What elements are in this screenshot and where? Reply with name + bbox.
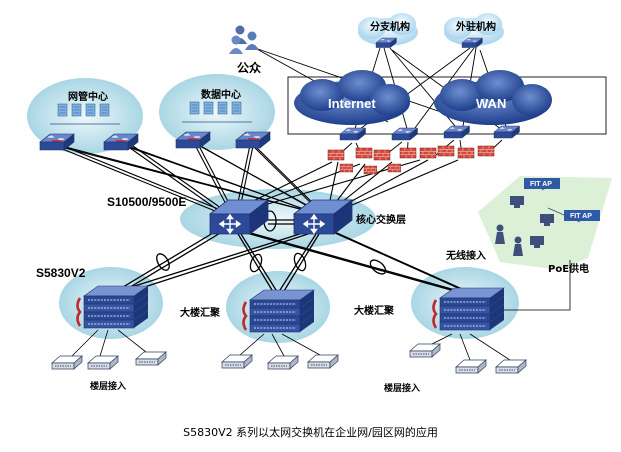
nms-switches	[39, 133, 139, 151]
data-center-zone	[159, 74, 275, 150]
label-branch: 分支机构	[370, 20, 410, 33]
cloud-outpost	[444, 13, 504, 48]
label-poe: PoE供电	[548, 262, 589, 275]
label-floor-left: 楼层接入	[90, 380, 126, 392]
label-core-model: S10500/9500E	[107, 195, 186, 209]
fit-ap-2	[564, 210, 600, 221]
core-uplinks	[59, 143, 459, 216]
label-agg-model: S5830V2	[36, 266, 86, 280]
nms-servers	[50, 103, 120, 125]
access-switches-right	[409, 343, 527, 374]
wireless-devices	[495, 181, 581, 256]
label-public: 公众	[237, 60, 262, 75]
label-internet: Internet	[328, 96, 376, 111]
internet-cloud	[294, 70, 410, 125]
label-wireless: 无线接入	[445, 249, 486, 262]
core-downlinks	[117, 229, 466, 294]
figure-caption: S5830V2 系列以太网交换机在企业网/园区网的应用	[183, 426, 438, 439]
access-switches-middle	[221, 354, 339, 370]
label-outpost: 外驻机构	[455, 20, 496, 33]
label-fit-ap-1: FIT AP	[530, 181, 552, 188]
cloud-branch	[358, 13, 418, 48]
wan-cloud	[434, 70, 552, 125]
label-nms-center: 网管中心	[68, 90, 108, 103]
label-fit-ap-2: FIT AP	[570, 213, 592, 220]
data-center-switches	[175, 131, 271, 149]
access-switches-left	[51, 351, 167, 370]
fit-ap-1	[524, 178, 560, 189]
label-wan: WAN	[476, 96, 506, 111]
link-aggregation-marks	[156, 210, 387, 275]
firewalls	[327, 145, 495, 175]
core-interlink	[268, 219, 294, 225]
label-core-layer: 核心交换层	[356, 213, 406, 226]
label-agg-left: 大楼汇聚	[180, 306, 221, 319]
poe-link	[497, 260, 571, 311]
data-center-servers	[182, 101, 252, 123]
label-data-center: 数据中心	[201, 88, 241, 101]
label-agg-right: 大楼汇聚	[354, 304, 395, 317]
access-links	[71, 329, 511, 361]
public-users-icon	[229, 25, 259, 54]
label-floor-right: 楼层接入	[384, 382, 420, 394]
